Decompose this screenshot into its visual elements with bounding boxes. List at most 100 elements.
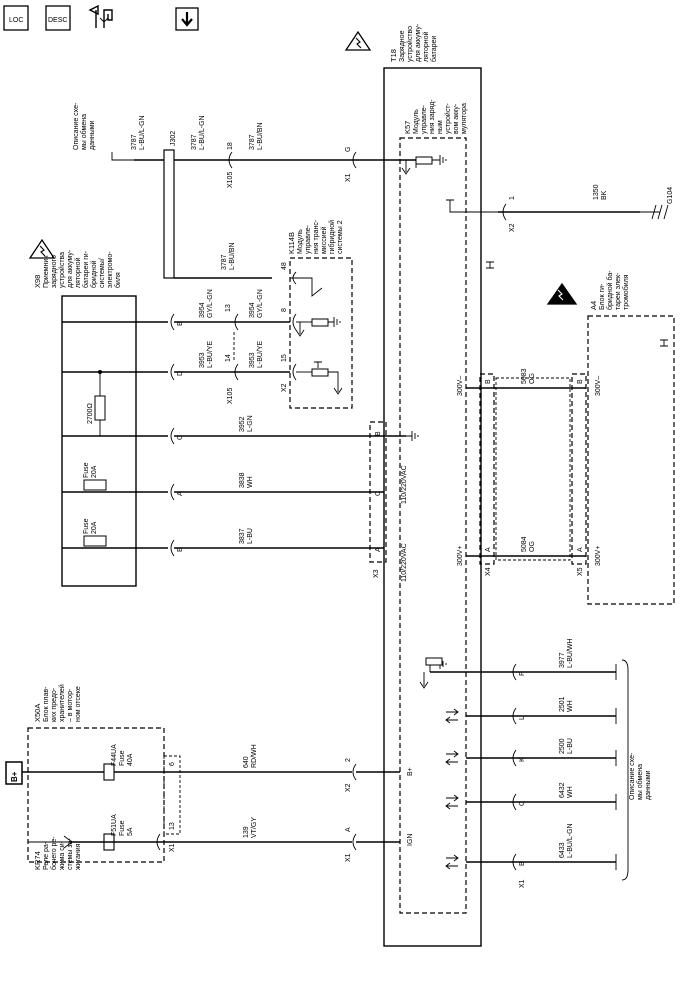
svg-text:батареи ги-: батареи ги- [82, 250, 90, 288]
pin-13b: 13 [169, 822, 176, 830]
pin-E: E [177, 547, 184, 552]
x1-pinF [512, 663, 517, 681]
x98-fuse2-type: Fuse [83, 518, 90, 534]
warning-icon-a4 [546, 282, 578, 305]
pin-B: B [177, 321, 184, 326]
j302-label: J302 [170, 131, 177, 146]
x4-pinA: A [485, 547, 492, 552]
wire-3977-num: 3977 [559, 652, 566, 668]
pin-1: 1 [509, 196, 516, 200]
ground-icon-3952 [406, 431, 419, 441]
x4-pinB: B [485, 379, 492, 384]
x2-pin2 [352, 763, 357, 781]
svg-text:миссией: миссией [320, 226, 328, 254]
junction-dot [98, 370, 102, 374]
svg-text:Приемник: Приемник [43, 255, 50, 288]
svg-text:вом акку-: вом акку- [453, 103, 460, 134]
svg-text:стемы за-: стемы за- [67, 838, 74, 870]
x1-pinA-bottom [352, 833, 357, 851]
arrow-down-icon-k114b2 [328, 371, 343, 395]
pin-L: L [519, 716, 526, 720]
svg-text:биля: биля [114, 272, 122, 288]
wire-5084-color: OG [529, 541, 536, 552]
svg-text:жигания: жигания [75, 843, 82, 870]
svg-text:устройст-: устройст- [444, 102, 452, 134]
pin-B-bottom: B [519, 861, 526, 866]
f44ua-rating: 40A [127, 753, 134, 766]
desc-label: DESC [48, 17, 67, 24]
svg-text:Описание схе-: Описание схе- [629, 752, 636, 800]
pin-C-bottom: C [519, 801, 526, 806]
svg-text:системы 2: системы 2 [337, 220, 344, 254]
wire-3837-num: 3837 [239, 528, 246, 544]
kr74-description: Реле ра- бочего ре- жима си- стемы за- ж… [43, 836, 82, 870]
data-desc-top: Описание схе- мы обмена данными [73, 102, 96, 150]
svg-text:Описание схе-: Описание схе- [73, 102, 80, 150]
x98-pinB [170, 313, 175, 331]
wire-3838-num: 3838 [239, 472, 246, 488]
wire-3954b-color: GY/L-GN [257, 289, 264, 318]
wire-6432-color: WH [567, 786, 574, 798]
x2-label-top: X2 [509, 223, 516, 232]
b-plus-pin-label: B+ [407, 767, 414, 776]
x50a-description: Блок плав- ких предо- хранителей – в мот… [43, 684, 82, 722]
x98-description: Приемник зарядного устройства для аккуму… [43, 249, 122, 288]
wire-6432-num: 6432 [559, 782, 566, 798]
x5-pinB: B [577, 379, 584, 384]
data-bus-bracket-top [111, 152, 134, 161]
x2-pin15 [292, 363, 297, 381]
svg-text:Модуль: Модуль [297, 229, 304, 254]
svg-text:ным: ным [437, 120, 444, 134]
x105-pin14 [234, 363, 239, 381]
pin-6: 6 [169, 762, 176, 766]
wire-3787a-num: 3787 [131, 134, 138, 150]
x1-pinB [512, 853, 517, 871]
ground-icon [432, 155, 447, 165]
svg-text:устройство: устройство [406, 26, 414, 62]
svg-text:жима си-: жима си- [59, 840, 66, 870]
arrow-down-icon-k114b [295, 322, 305, 337]
x1-pinK [512, 749, 517, 767]
wire-3954b-num: 3954 [249, 302, 256, 318]
connector-info-icon[interactable] [88, 4, 113, 28]
x98-pinC [170, 427, 175, 445]
svg-text:батареи: батареи [430, 36, 438, 62]
wire-5083-num: 5083 [521, 368, 528, 384]
wire-3787c-color: L-BU/BN [257, 122, 264, 150]
x1-pinL [512, 707, 517, 725]
x5-connector [571, 373, 587, 565]
k57-label: K57 [403, 121, 412, 134]
x98-fuse1 [83, 479, 107, 491]
loc-button[interactable]: LOC [3, 5, 29, 31]
x1-pinC [512, 793, 517, 811]
wire-3787d-num: 3787 [221, 254, 228, 270]
f44ua-fuse [103, 763, 115, 781]
kr74-label: KR74 [33, 851, 42, 870]
svg-text:тромобиля: тромобиля [622, 274, 630, 310]
wire-2500-num: 2500 [559, 738, 566, 754]
wire-6433-color: L-BU/L-GN [567, 823, 574, 858]
x98-fuse2-rating: 20A [91, 521, 98, 534]
wire-1350-color: BK [601, 190, 608, 200]
a4-description: Блок ги- бридной ба- тареи элек- тромоби… [599, 270, 630, 310]
svg-text:ном отсеке: ном отсеке [75, 686, 82, 722]
desc-button[interactable]: DESC [45, 5, 71, 31]
g104-ground-icon [640, 204, 669, 220]
x4-label: X4 [485, 567, 492, 576]
svg-text:зарядного: зарядного [51, 255, 58, 288]
pin-C: C [177, 435, 184, 440]
wire-640-color: RD/WH [251, 744, 258, 768]
hv-shield [495, 377, 571, 561]
svg-text:тареи элек-: тареи элек- [615, 272, 622, 310]
x5-pinA: A [577, 547, 584, 552]
wire-1350-num: 1350 [593, 184, 600, 200]
k57-resistor-top [415, 156, 433, 165]
chassis-ground-icon-a4 [660, 339, 668, 347]
x98-fuse1-type: Fuse [83, 462, 90, 478]
svg-text:для аккуму-: для аккуму- [67, 249, 74, 288]
svg-text:хранителей: хранителей [58, 684, 66, 722]
svg-text:мы обмена: мы обмена [80, 114, 88, 150]
arrow-down-button[interactable] [175, 7, 199, 31]
k114b-label: K114B [287, 232, 296, 254]
